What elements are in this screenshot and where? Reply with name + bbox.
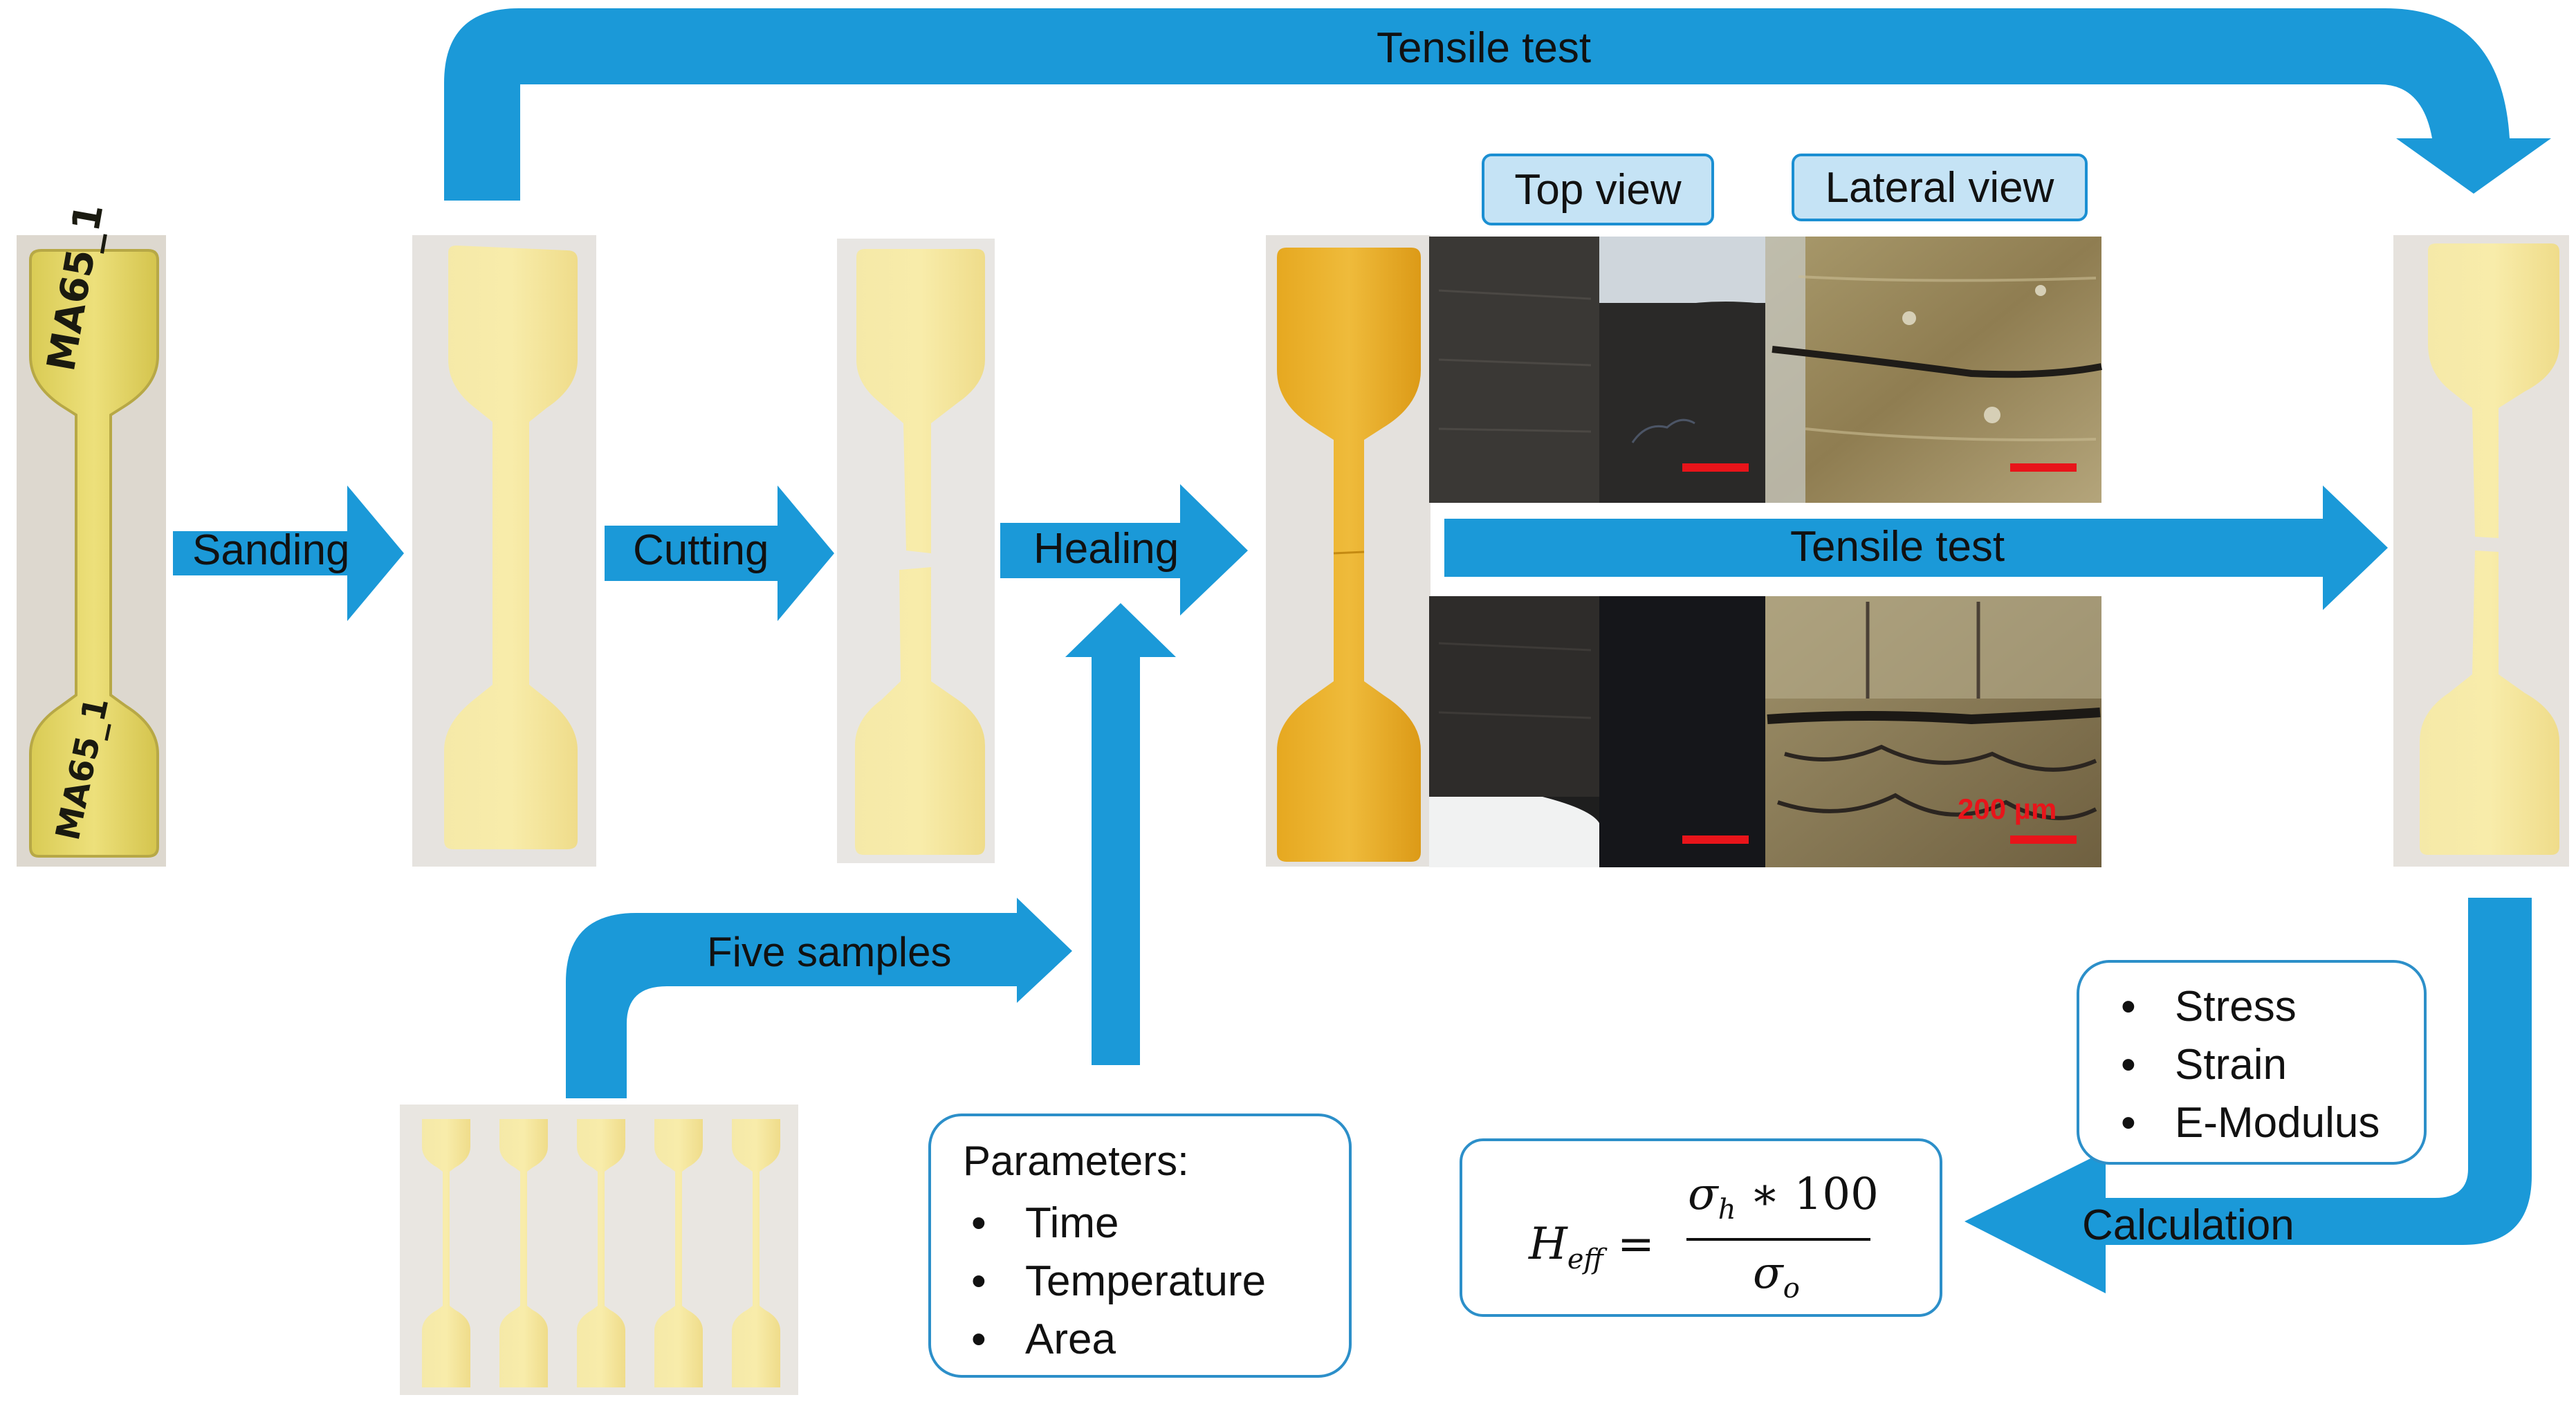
arrow-five-samples bbox=[566, 898, 1072, 1098]
arrow-top-tensile-label: Tensile test bbox=[1377, 24, 1592, 72]
arrow-calculation-label: Calculation bbox=[2082, 1201, 2294, 1249]
specimen-tested-upper bbox=[2428, 243, 2559, 538]
arrow-cutting bbox=[605, 486, 834, 621]
scale-bar-label: 200 µm bbox=[1958, 793, 2057, 825]
arrow-sanding bbox=[173, 486, 404, 621]
formula-denominator: σo bbox=[1753, 1248, 1800, 1304]
arrow-parameters-up bbox=[1065, 603, 1176, 1065]
arrow-middle-tensile-label: Tensile test bbox=[1790, 523, 2005, 571]
specimen-cut-lower bbox=[855, 567, 985, 855]
arrow-calculation bbox=[1965, 898, 2532, 1293]
specimen-original bbox=[29, 249, 159, 858]
scale-bar-lateral-lower bbox=[2010, 835, 2077, 844]
result-item: Stress bbox=[2121, 978, 2396, 1036]
specimen-healed bbox=[1277, 248, 1421, 862]
specimen-sanded bbox=[444, 246, 578, 849]
result-item: E-Modulus bbox=[2121, 1094, 2396, 1152]
parameters-box: Parameters: Time Temperature Area bbox=[928, 1114, 1352, 1378]
arrow-middle-tensile bbox=[1444, 486, 2388, 610]
formula-fraction-bar bbox=[1686, 1238, 1870, 1241]
arrow-healing bbox=[1000, 484, 1248, 616]
results-box: Stress Strain E-Modulus bbox=[2077, 960, 2427, 1165]
scale-bar-top-lower bbox=[1682, 835, 1749, 844]
formula-numerator: σh ∗ 100 bbox=[1688, 1169, 1879, 1226]
parameters-list: Time Temperature Area bbox=[963, 1194, 1321, 1369]
micrograph-lateral-upper bbox=[1765, 237, 2102, 503]
scale-bar-lateral-upper bbox=[2010, 463, 2077, 472]
arrow-five-samples-label: Five samples bbox=[707, 929, 952, 975]
specimen-cut-upper bbox=[856, 249, 985, 553]
parameter-item: Time bbox=[971, 1194, 1321, 1253]
lateral-view-tag: Lateral view bbox=[1792, 154, 2088, 221]
scale-bar-top-upper bbox=[1682, 463, 1749, 472]
five-samples-group bbox=[422, 1119, 780, 1387]
micrograph-lateral-lower bbox=[1765, 596, 2101, 867]
specimen-tested-lower bbox=[2420, 551, 2559, 855]
results-list: Stress Strain E-Modulus bbox=[2117, 978, 2396, 1152]
healed-interface-line bbox=[1333, 551, 1365, 555]
result-item: Strain bbox=[2121, 1036, 2396, 1094]
top-view-tag: Top view bbox=[1482, 154, 1714, 225]
arrows bbox=[173, 8, 2551, 1293]
formula-box bbox=[1460, 1138, 1942, 1317]
parameters-title: Parameters: bbox=[963, 1138, 1189, 1184]
micrograph-top-upper bbox=[1429, 237, 1768, 503]
arrow-healing-label: Healing bbox=[1033, 525, 1179, 573]
parameter-item: Temperature bbox=[971, 1253, 1321, 1311]
micrograph-top-lower bbox=[1429, 596, 1768, 867]
arrow-cutting-label: Cutting bbox=[633, 526, 769, 574]
arrow-sanding-label: Sanding bbox=[192, 526, 350, 574]
formula-lhs: Heff = bbox=[1529, 1219, 1655, 1275]
parameter-item: Area bbox=[971, 1311, 1321, 1369]
arrow-top-tensile bbox=[444, 8, 2551, 201]
